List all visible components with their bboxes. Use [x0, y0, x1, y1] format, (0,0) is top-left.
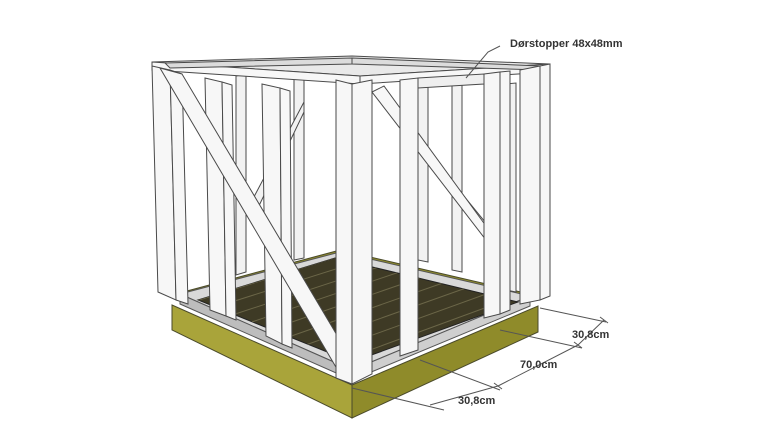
dim-right-small-label: 30,8cm	[572, 329, 610, 341]
door-stop-label: Dørstopper 48x48mm	[510, 38, 623, 50]
right-wall	[351, 63, 551, 385]
dimension-lines	[351, 45, 609, 411]
dim-left-small-label: 30,8cm	[458, 395, 496, 407]
dim-middle-label: 70,0cm	[520, 359, 558, 371]
left-wall	[151, 65, 361, 385]
foundation-right-face	[351, 305, 539, 419]
